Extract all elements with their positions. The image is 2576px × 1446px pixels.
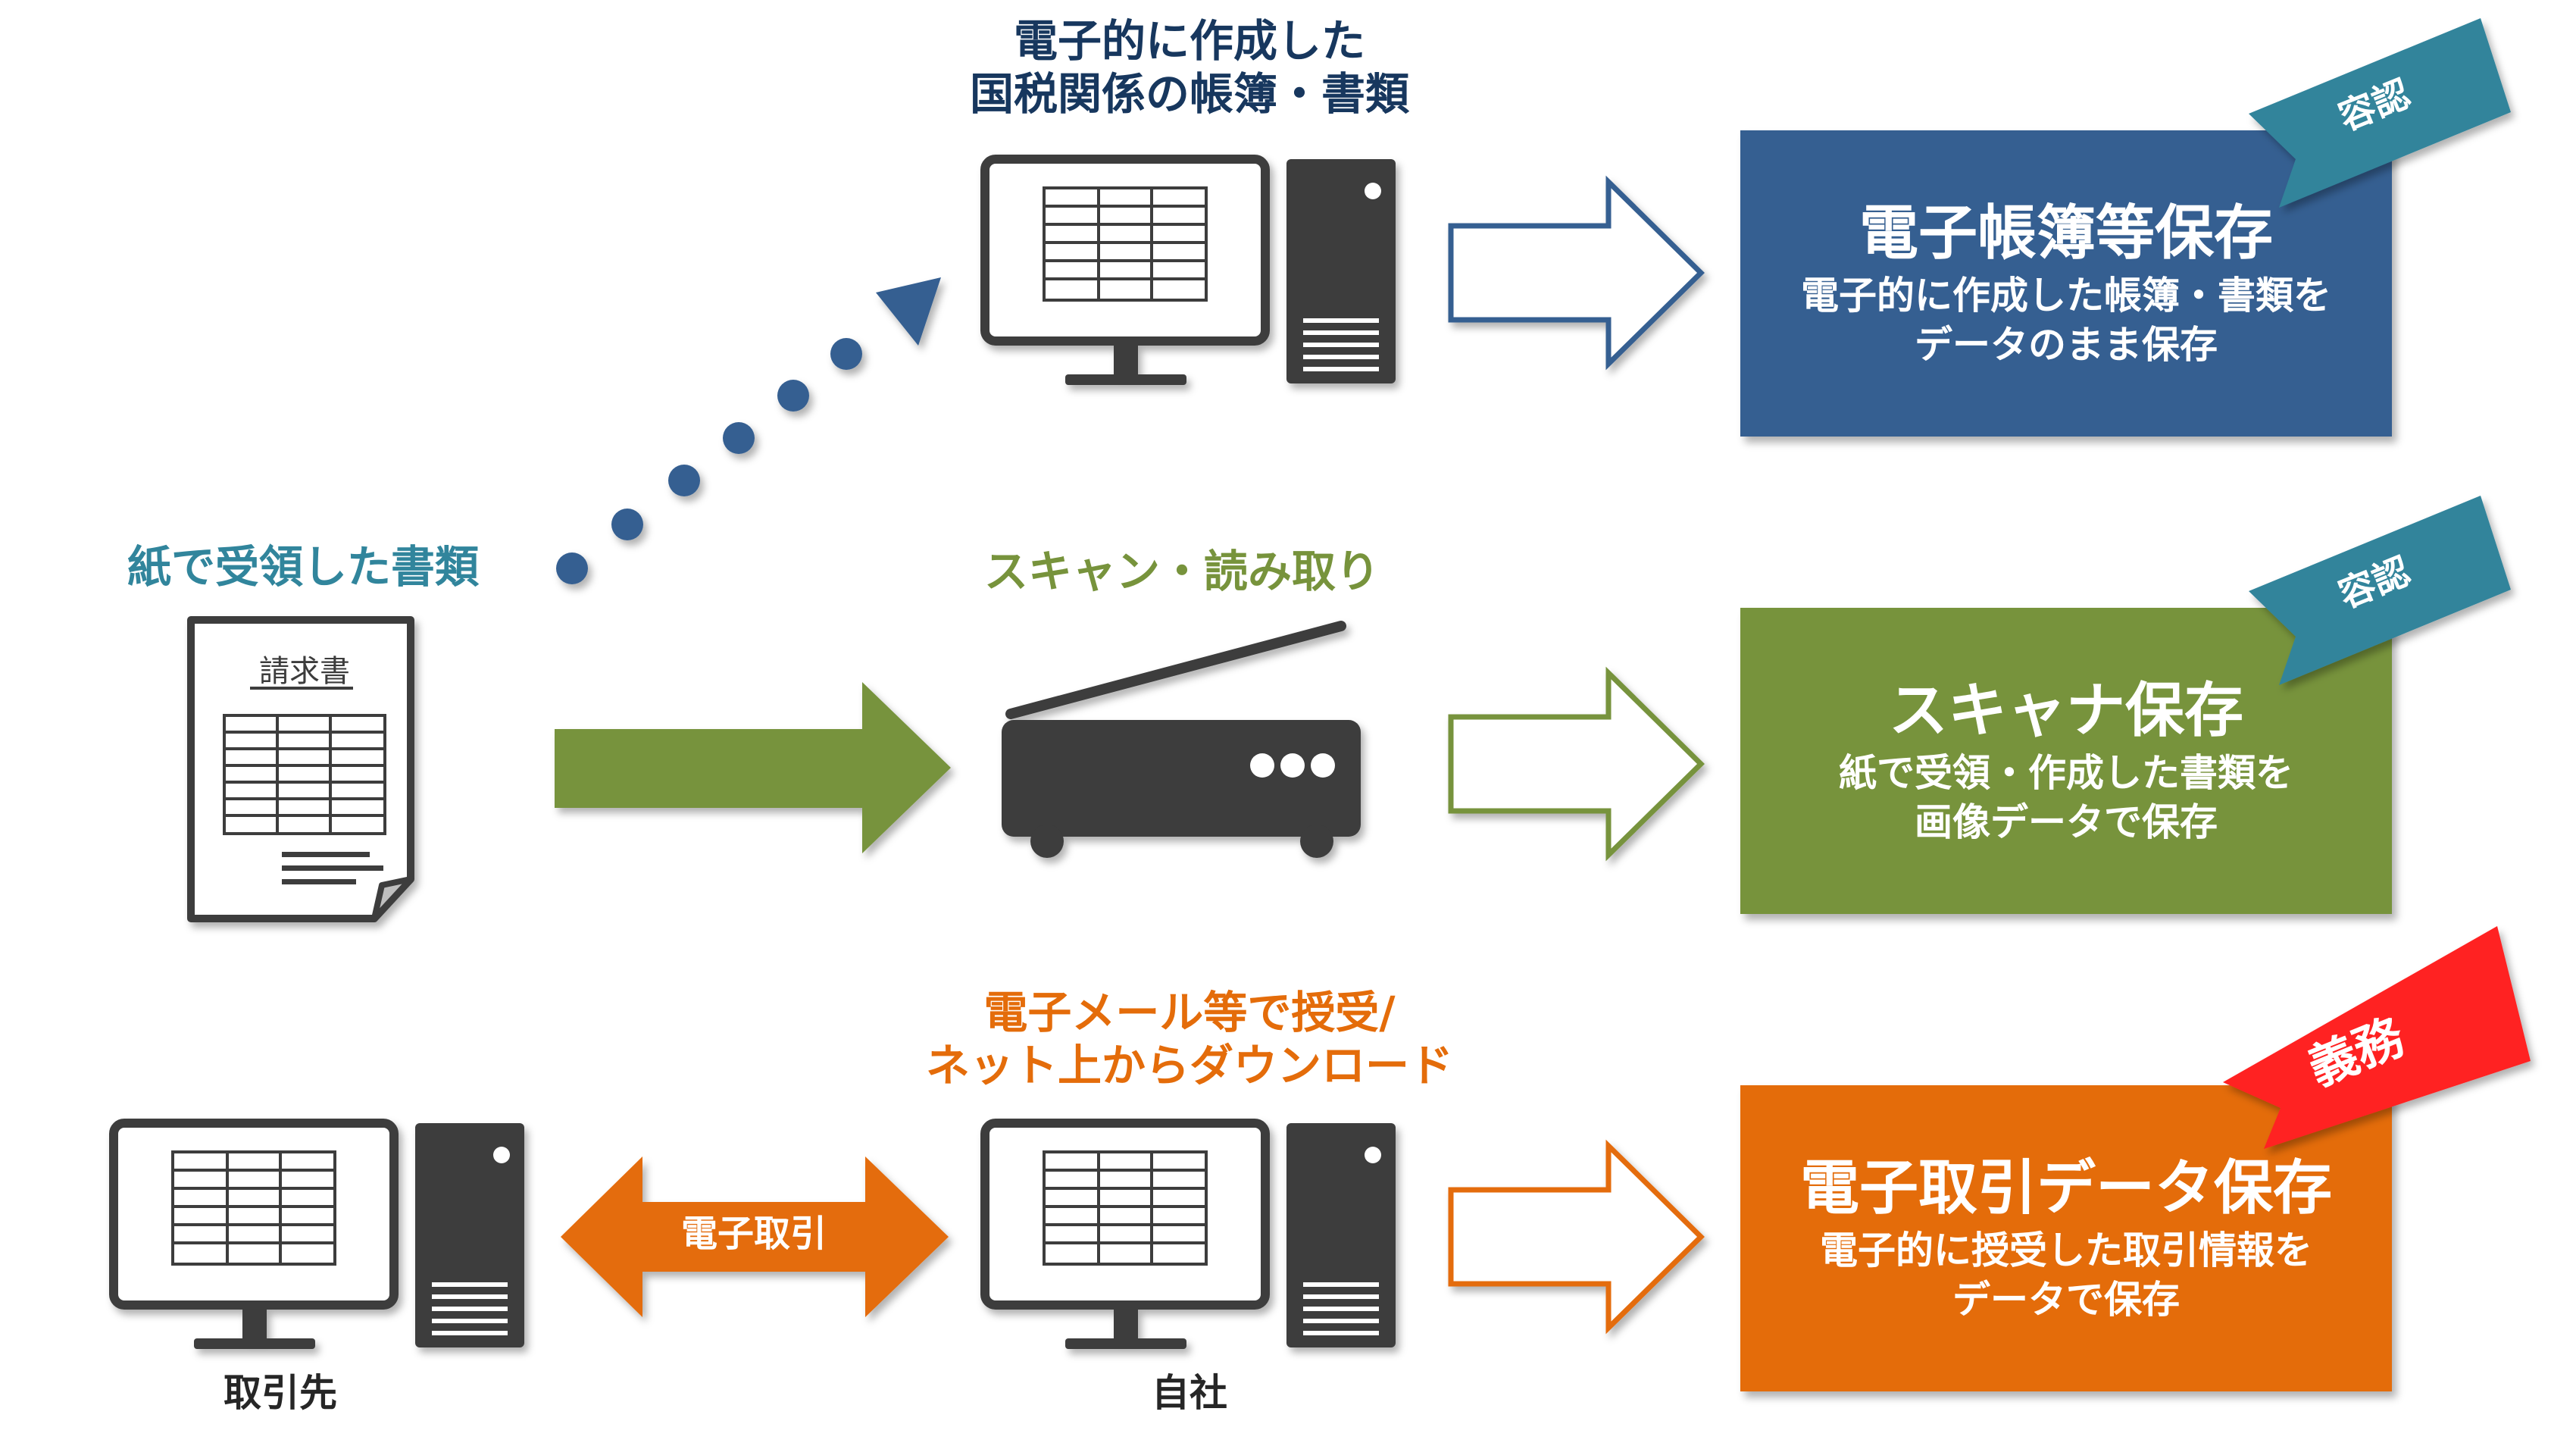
scan-label: スキャン・読み取り (983, 546, 1380, 597)
bottom-panel-title: 電子取引データ保存 (1799, 1154, 2332, 1223)
top-source-label: 電子的に作成した 国税関係の帳簿・書類 (902, 15, 1477, 121)
middle-panel: スキャナ保存 紙で受領・作成した書類を 画像データで保存 (1740, 608, 2392, 914)
top-source-label-line2: 国税関係の帳簿・書類 (969, 67, 1409, 120)
top-panel-desc-line1: 電子的に作成した帳簿・書類を (1801, 273, 2331, 318)
middle-hollow-arrow (1451, 673, 1701, 855)
bottom-source-label: 電子メール等で授受/ ネット上からダウンロード (894, 987, 1485, 1092)
exchange-label: 電子取引 (680, 1213, 827, 1255)
dotted-arrow (556, 277, 941, 584)
bottom-hollow-arrow (1451, 1146, 1701, 1328)
top-panel-title: 電子帳簿等保存 (1859, 199, 2273, 268)
paper-source-label: 紙で受領した書類 (127, 541, 479, 593)
self-computer-icon (985, 1123, 1396, 1349)
middle-panel-title: スキャナ保存 (1888, 677, 2243, 746)
scan-arrow (555, 682, 951, 853)
top-panel-desc-line2: データのまま保存 (1915, 322, 2218, 367)
top-computer-icon (985, 159, 1396, 385)
bottom-panel: 電子取引データ保存 電子的に授受した取引情報を データで保存 (1740, 1085, 2392, 1391)
top-hollow-arrow (1451, 182, 1701, 364)
invoice-title: 請求書 (259, 654, 350, 689)
middle-panel-desc-line1: 紙で受領・作成した書類を (1839, 750, 2293, 795)
invoice-document-icon (187, 616, 414, 922)
partner-label: 取引先 (224, 1371, 337, 1415)
partner-computer-icon (114, 1123, 524, 1349)
bottom-source-label-line1: 電子メール等で授受/ (983, 987, 1396, 1038)
top-panel: 電子帳簿等保存 電子的に作成した帳簿・書類を データのまま保存 (1740, 130, 2392, 437)
self-label: 自社 (1152, 1371, 1227, 1415)
bottom-panel-desc-line1: 電子的に授受した取引情報を (1820, 1228, 2312, 1272)
middle-panel-desc-line2: 画像データで保存 (1915, 800, 2218, 844)
bottom-source-label-line2: ネット上からダウンロード (925, 1039, 1453, 1091)
top-source-label-line1: 電子的に作成した (1013, 15, 1365, 67)
scanner-icon (1002, 621, 1361, 858)
exchange-arrow (561, 1156, 949, 1317)
bottom-panel-desc-line2: データで保存 (1952, 1277, 2180, 1322)
